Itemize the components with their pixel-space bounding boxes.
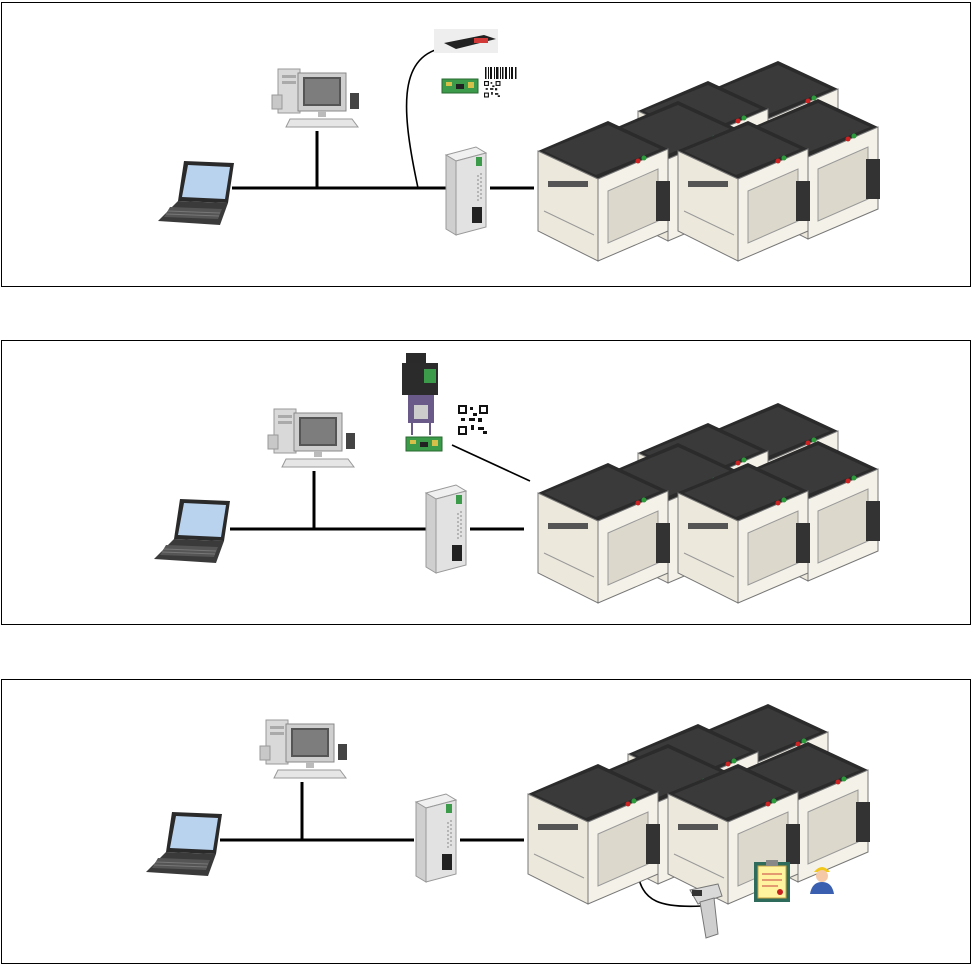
network-diagram-2	[2, 341, 970, 624]
scanner-cable	[407, 48, 442, 188]
qr-code-icon	[458, 405, 488, 435]
network-diagram-3	[2, 680, 970, 963]
barcode-icon	[484, 67, 518, 79]
handheld-barcode-scanner-icon	[690, 884, 722, 938]
reader-machine-link	[452, 445, 530, 481]
configuration-panel-1	[1, 2, 971, 287]
fixed-code-reader-icon	[402, 353, 438, 435]
desktop-pc-icon	[272, 69, 359, 127]
circuit-board-icon	[406, 437, 442, 451]
server-tower-icon	[416, 794, 456, 882]
placement-machine-line-icon	[538, 61, 880, 261]
desktop-pc-icon	[268, 409, 355, 467]
laptop-icon	[158, 161, 234, 225]
server-tower-icon	[446, 147, 486, 235]
laptop-icon	[154, 499, 230, 563]
placement-machine-line-icon	[538, 403, 880, 603]
configuration-panel-2	[1, 340, 971, 625]
circuit-board-icon	[442, 79, 478, 93]
barcode-laser-scanner-icon	[434, 29, 498, 53]
configuration-panel-3	[1, 679, 971, 964]
clipboard-document-icon	[754, 860, 790, 902]
desktop-pc-icon	[260, 720, 347, 778]
server-tower-icon	[426, 485, 466, 573]
qr-code-icon	[484, 81, 501, 98]
laptop-icon	[146, 812, 222, 876]
network-diagram-1	[2, 3, 970, 286]
